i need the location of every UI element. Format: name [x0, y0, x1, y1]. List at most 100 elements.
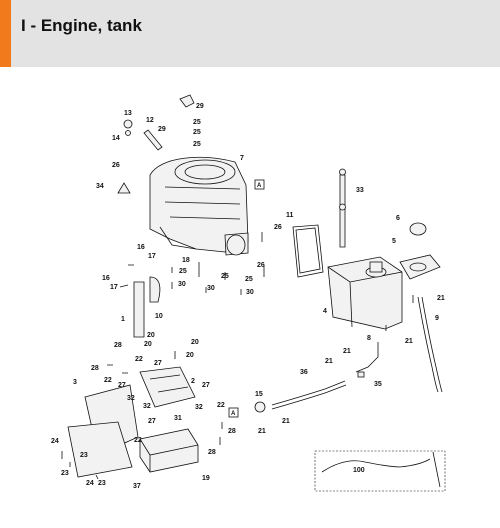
- part-number-22: 22: [135, 356, 143, 363]
- part-number-20: 20: [186, 352, 194, 359]
- part-number-24: 24: [51, 438, 59, 445]
- part-number-22: 22: [104, 377, 112, 384]
- part-number-5: 5: [392, 238, 396, 245]
- part-number-26: 26: [274, 224, 282, 231]
- clip-drawing: [357, 371, 365, 378]
- part-number-7: 7: [240, 155, 244, 162]
- part-number-18: 18: [182, 257, 190, 264]
- part-number-22: 22: [134, 437, 142, 444]
- gasket-drawing: [292, 224, 324, 278]
- part-number-27: 27: [118, 382, 126, 389]
- engine-drawing: [149, 157, 249, 256]
- part-number-100: 100: [353, 467, 365, 474]
- part-number-22: 22: [217, 402, 225, 409]
- vent-hose-drawing: [417, 296, 439, 393]
- part-number-28: 28: [208, 449, 216, 456]
- part-number-9: 9: [435, 315, 439, 322]
- part-number-21: 21: [258, 428, 266, 435]
- part-number-32: 32: [143, 403, 151, 410]
- level-sensor-drawing: [339, 168, 346, 248]
- fuel-hose-drawing: [355, 342, 379, 373]
- warning-label-drawing: [117, 182, 131, 194]
- part-number-23: 23: [61, 470, 69, 477]
- part-number-25: 25: [221, 273, 229, 280]
- part-number-25: 25: [193, 119, 201, 126]
- part-number-26: 26: [257, 262, 265, 269]
- part-number-1: 1: [121, 316, 125, 323]
- part-number-21: 21: [343, 348, 351, 355]
- part-number-16: 16: [137, 244, 145, 251]
- part-number-36: 36: [300, 369, 308, 376]
- part-number-32: 32: [195, 404, 203, 411]
- part-number-20: 20: [147, 332, 155, 339]
- marker-a-label-2: A: [231, 411, 236, 417]
- part-number-4: 4: [323, 308, 327, 315]
- bracket-10-drawing: [149, 276, 161, 303]
- fastener-drawings: [61, 232, 414, 480]
- part-number-17: 17: [110, 284, 118, 291]
- part-number-29: 29: [196, 103, 204, 110]
- fuel-tank-drawing: [327, 256, 403, 330]
- part-number-21: 21: [282, 418, 290, 425]
- part-number-20: 20: [144, 341, 152, 348]
- part-number-23: 23: [98, 480, 106, 487]
- part-number-27: 27: [148, 418, 156, 425]
- part-number-2: 2: [191, 378, 195, 385]
- part-number-17: 17: [148, 253, 156, 260]
- fuel-cap-drawing: [409, 222, 427, 236]
- part-number-24: 24: [86, 480, 94, 487]
- fuel-line-drawing: [271, 380, 346, 406]
- part-number-28: 28: [114, 342, 122, 349]
- part-number-31: 31: [174, 415, 182, 422]
- dipstick-tube-drawing: [123, 94, 195, 151]
- part-number-13: 13: [124, 110, 132, 117]
- part-number-23: 23: [80, 452, 88, 459]
- part-number-26: 26: [112, 162, 120, 169]
- part-number-11: 11: [286, 212, 294, 219]
- part-number-30: 30: [207, 285, 215, 292]
- part-number-34: 34: [96, 183, 104, 190]
- part-number-10: 10: [155, 313, 163, 320]
- marker-a-box-2: [228, 407, 239, 418]
- part-number-27: 27: [154, 360, 162, 367]
- part-number-28: 28: [91, 365, 99, 372]
- part-number-29: 29: [158, 126, 166, 133]
- marker-a-label-1: A: [257, 183, 262, 189]
- page-title: I - Engine, tank: [21, 16, 142, 35]
- part-number-21: 21: [325, 358, 333, 365]
- marker-a-box-1: [254, 179, 265, 190]
- part-number-25: 25: [193, 141, 201, 148]
- part-number-3: 3: [73, 379, 77, 386]
- part-number-25: 25: [245, 276, 253, 283]
- hose-detail-box: [314, 450, 446, 492]
- hose-100-drawing: [321, 458, 431, 473]
- part-number-16: 16: [102, 275, 110, 282]
- part-number-21: 21: [437, 295, 445, 302]
- muffler-drawing: [139, 428, 199, 473]
- part-number-30: 30: [178, 281, 186, 288]
- part-number-27: 27: [202, 382, 210, 389]
- exhaust-pipe-drawing: [133, 281, 145, 338]
- part-number-28: 28: [228, 428, 236, 435]
- part-number-35: 35: [374, 381, 382, 388]
- part-number-14: 14: [112, 135, 120, 142]
- header-bar: I - Engine, tank: [0, 0, 500, 67]
- part-number-25: 25: [193, 129, 201, 136]
- muffler-bracket-drawing: [139, 366, 196, 408]
- fuel-filter-drawing: [254, 401, 266, 413]
- part-number-21: 21: [405, 338, 413, 345]
- part-number-30: 30: [246, 289, 254, 296]
- part-number-37: 37: [133, 483, 141, 490]
- part-number-15: 15: [255, 391, 263, 398]
- section-accent-bar: [0, 0, 11, 67]
- part-number-8: 8: [367, 335, 371, 342]
- part-number-20: 20: [191, 339, 199, 346]
- part-number-19: 19: [202, 475, 210, 482]
- part-number-6: 6: [396, 215, 400, 222]
- part-number-32: 32: [127, 395, 135, 402]
- part-number-25: 25: [179, 268, 187, 275]
- part-number-33: 33: [356, 187, 364, 194]
- part-number-12: 12: [146, 117, 154, 124]
